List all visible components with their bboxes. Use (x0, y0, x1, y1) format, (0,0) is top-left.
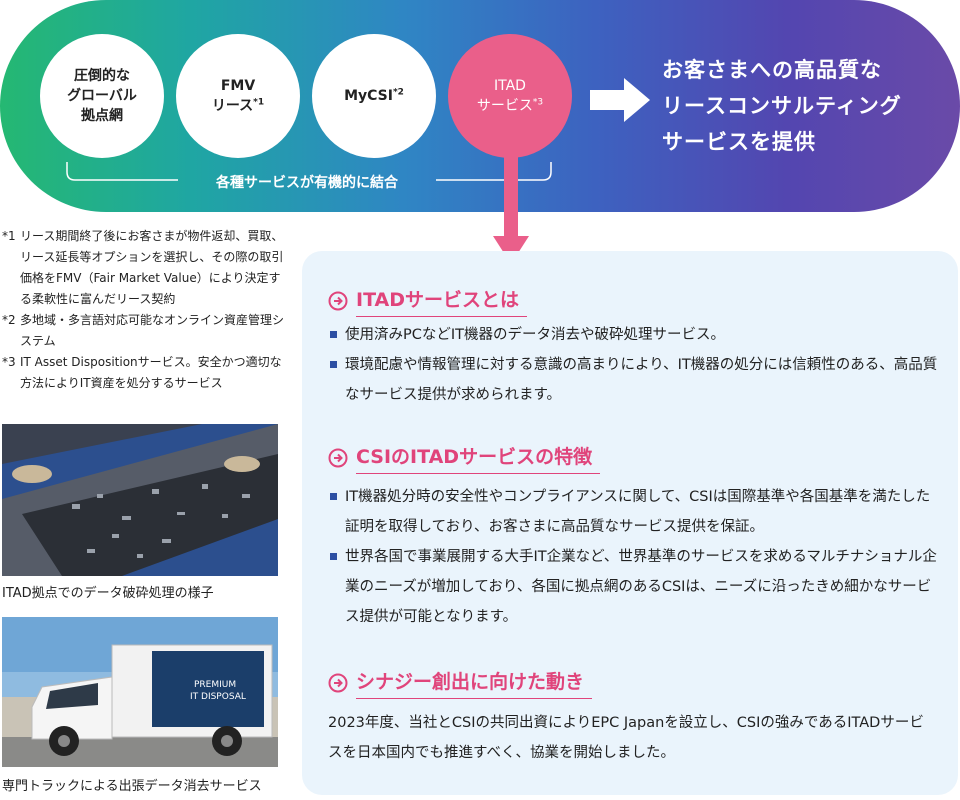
down-arrow-icon (493, 150, 529, 264)
right-arrow-icon (590, 78, 650, 122)
truck-text: IT DISPOSAL (190, 692, 246, 702)
bracket-label: 各種サービスが有機的に結合 (216, 175, 398, 191)
circle-text: サービス (476, 98, 533, 114)
footnotes: *1 リース期間終了後にお客さまが物件返却、買取、リース延長等オプションを選択し… (2, 226, 292, 394)
footnote-text: 多地域・多言語対応可能なオンライン資産管理システム (20, 313, 285, 348)
photo-caption: 専門トラックによる出張データ消去サービス (2, 779, 262, 794)
result-line: リースコンサルティング (662, 94, 902, 118)
circle-mycsi: MyCSI*2 (312, 34, 436, 158)
footnote: *1 リース期間終了後にお客さまが物件返却、買取、リース延長等オプションを選択し… (2, 226, 292, 310)
shredding-photo (2, 424, 278, 576)
photo-caption: ITAD拠点でのデータ破砕処理の様子 (2, 586, 214, 601)
circle-text: 圧倒的な (74, 68, 130, 84)
list-item: IT機器処分時の安全性やコンプライアンスに関して、CSIは国際基準や各国基準を満… (328, 482, 938, 542)
section-title: CSIのITADサービスの特徴 (356, 442, 601, 474)
circle-text: ITAD (494, 78, 526, 94)
section-paragraph: 2023年度、当社とCSIの共同出資によりEPC Japanを設立し、CSIの強… (328, 715, 924, 761)
arrow-circle-icon (328, 291, 348, 311)
footnote: *2 多地域・多言語対応可能なオンライン資産管理システム (2, 310, 292, 352)
result-line: サービスを提供 (662, 130, 816, 154)
bullet-list: 使用済みPCなどIT機器のデータ消去や破砕処理サービス。 環境配慮や情報管理に対… (328, 320, 938, 410)
list-item: 環境配慮や情報管理に対する意識の高まりにより、IT機器の処分には信頼性のある、高… (328, 350, 938, 410)
circle-text: グローバル (67, 88, 137, 104)
service-result-text: お客さまへの高品質な リースコンサルティング サービスを提供 (662, 52, 902, 160)
itad-info-panel (302, 251, 958, 795)
footnote-text: IT Asset Dispositionサービス。安全かつ適切な方法によりIT資… (20, 355, 282, 390)
truck-photo: PREMIUM IT DISPOSAL (2, 617, 278, 767)
arrow-circle-icon (328, 673, 348, 693)
circle-global-network: 圧倒的な グローバル 拠点網 (40, 34, 164, 158)
footnote-mark: *3 (2, 355, 16, 369)
list-item: 使用済みPCなどIT機器のデータ消去や破砕処理サービス。 (328, 320, 938, 350)
footnote-ref: *2 (392, 87, 404, 98)
footnote-mark: *1 (2, 229, 16, 243)
section-title: シナジー創出に向けた動き (356, 667, 593, 699)
circle-itad-service: ITAD サービス*3 (448, 34, 572, 158)
list-item: 世界各国で事業展開する大手IT企業など、世界基準のサービスを求めるマルチナショナ… (328, 542, 938, 632)
section-heading: シナジー創出に向けた動き (328, 667, 593, 699)
service-banner: 圧倒的な グローバル 拠点網 FMV リース*1 MyCSI*2 ITAD サー… (0, 0, 960, 212)
circle-fmv-lease: FMV リース*1 (176, 34, 300, 158)
result-line: お客さまへの高品質な (662, 58, 882, 82)
truck-text: PREMIUM (194, 680, 236, 690)
section-title: ITADサービスとは (356, 285, 528, 317)
bullet-list: IT機器処分時の安全性やコンプライアンスに関して、CSIは国際基準や各国基準を満… (328, 482, 938, 632)
footnote-ref: *1 (253, 97, 265, 108)
footnote-text: リース期間終了後にお客さまが物件返却、買取、リース延長等オプションを選択し、その… (20, 229, 284, 306)
circle-text: FMV (220, 78, 256, 94)
circle-text: リース (211, 98, 254, 114)
section-heading: ITADサービスとは (328, 285, 528, 317)
footnote: *3 IT Asset Dispositionサービス。安全かつ適切な方法により… (2, 352, 292, 394)
circle-text: 拠点網 (81, 108, 123, 124)
footnote-ref: *3 (532, 97, 544, 108)
section-heading: CSIのITADサービスの特徴 (328, 442, 601, 474)
footnote-mark: *2 (2, 313, 16, 327)
circle-text: MyCSI (344, 88, 393, 104)
grouping-bracket (66, 162, 552, 181)
arrow-circle-icon (328, 448, 348, 468)
